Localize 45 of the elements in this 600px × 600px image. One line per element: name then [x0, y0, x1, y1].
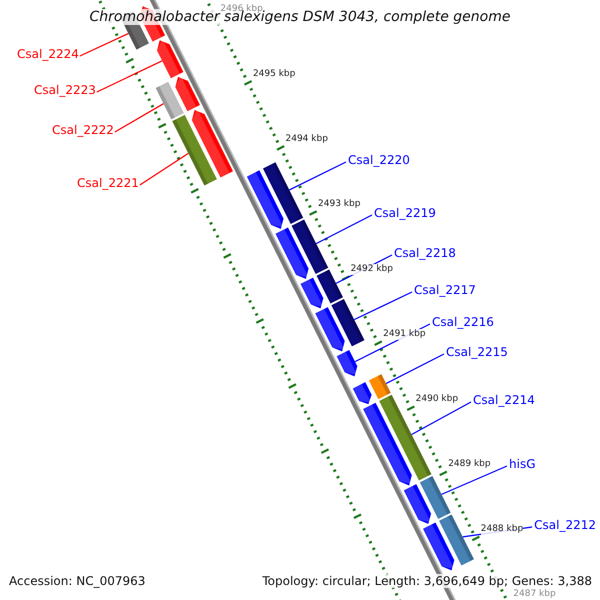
- scale-label: 2492 kbp: [350, 264, 393, 275]
- gene-label: Csal_2219: [374, 206, 436, 220]
- leader-line: [114, 103, 164, 133]
- genome-stats-text: Topology: circular; Length: 3,696,649 bp; Genes: 3,388: [262, 574, 592, 588]
- gene-label: Csal_2221: [77, 176, 139, 190]
- leader-line: [411, 401, 472, 436]
- leader-line: [96, 60, 162, 93]
- gene-label: Csal_2224: [17, 47, 79, 61]
- leader-line: [386, 353, 444, 384]
- accession-text: Accession: NC_007963: [9, 574, 146, 588]
- leader-line: [140, 152, 189, 186]
- gene-feature: [275, 219, 328, 279]
- gene-label: Csal_2220: [348, 153, 410, 167]
- gene-label: Csal_2214: [473, 393, 535, 407]
- gene-feature: [172, 108, 234, 186]
- gene-label: Csal_2216: [432, 315, 494, 329]
- leader-line: [316, 214, 372, 244]
- leader-line: [354, 291, 412, 320]
- gene-feature: [156, 76, 200, 120]
- gene-label: Csal_2218: [394, 246, 456, 260]
- leader-line: [441, 465, 508, 495]
- gene-label: Csal_2217: [414, 283, 476, 297]
- scale-label: 2488 kbp: [480, 524, 524, 536]
- scale-label: 2493 kbp: [318, 198, 360, 210]
- gene-label: hisG: [509, 457, 536, 471]
- scale-label: 2494 kbp: [286, 134, 328, 145]
- scale-label: 2495 kbp: [252, 68, 296, 80]
- gene-feature: [246, 162, 304, 229]
- scale-label: 2491 kbp: [383, 328, 426, 340]
- scale-label: 2490 kbp: [416, 394, 458, 406]
- gene-label: Csal_2222: [52, 123, 114, 137]
- gene-feature: [336, 350, 358, 376]
- gene-label: Csal_2223: [34, 83, 96, 97]
- gene-feature: [315, 299, 364, 352]
- leader-line: [289, 161, 346, 191]
- scale-label: 2487 kbp: [513, 589, 556, 600]
- scale-label: 2489 kbp: [448, 459, 491, 470]
- gene-feature: [300, 270, 343, 308]
- gene-label: Csal_2212: [534, 518, 596, 532]
- gene-feature: [404, 476, 451, 524]
- leader-line: [80, 32, 129, 57]
- gene-feature: [352, 374, 391, 404]
- gene-label: Csal_2215: [446, 345, 508, 359]
- gene-feature: [423, 514, 474, 570]
- gene-feature: [157, 38, 184, 78]
